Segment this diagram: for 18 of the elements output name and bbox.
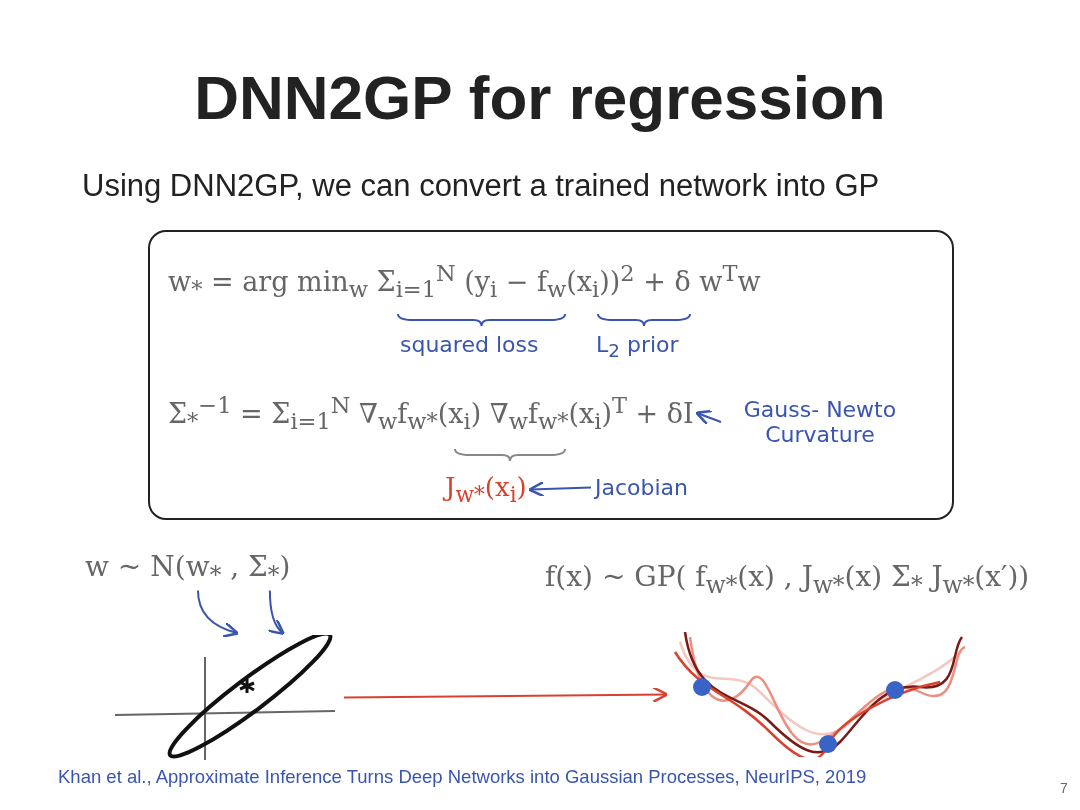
citation: Khan et al., Approximate Inference Turns Deep Networks into Gaussian Processes, NeurIPS, 2019 (58, 766, 867, 788)
gp-equation: f(x) ~ GP( f$_{w*}$(x) , J$_{w*}$(x) Σ$_{*}$ J$_{w*}$(x′)) (545, 560, 1030, 599)
equation-panel (148, 230, 954, 520)
covariance-equation: Σ$_{*}$$^{−1}$ = Σ$_{i=1}$$^{N}$ ∇$_{w}$f$_{w*}$(x$_{i}$) ∇$_{w}$f$_{w*}$(x$_{i}$)$^{T}$ + δI (168, 392, 694, 435)
objective-equation: w$_{*}$ = arg min$_{w}$ Σ$_{i=1}$$^{N}$ (y$_{i}$ − f$_{w}$(x$_{i}$))$^{2}$ + δ w$^{T}$w (168, 260, 761, 303)
annotation: Jacobian (595, 475, 689, 500)
arrow (267, 589, 285, 636)
annotation: Gauss- Newto Curvature (725, 397, 915, 447)
annotation: squared loss (400, 332, 539, 357)
annotation: L$_{2}$ prior (596, 332, 679, 362)
arrow (196, 589, 240, 638)
page-number: 7 (1060, 780, 1068, 796)
arrow (343, 686, 669, 703)
arrow (528, 480, 592, 498)
subtitle: Using DNN2GP, we can convert a trained network into GP (82, 168, 880, 204)
posterior-equation: w ~ N(w$_{*}$ , Σ$_{*}$) (85, 550, 291, 589)
slide-title: DNN2GP for regression (193, 62, 887, 133)
arrow (695, 409, 722, 426)
